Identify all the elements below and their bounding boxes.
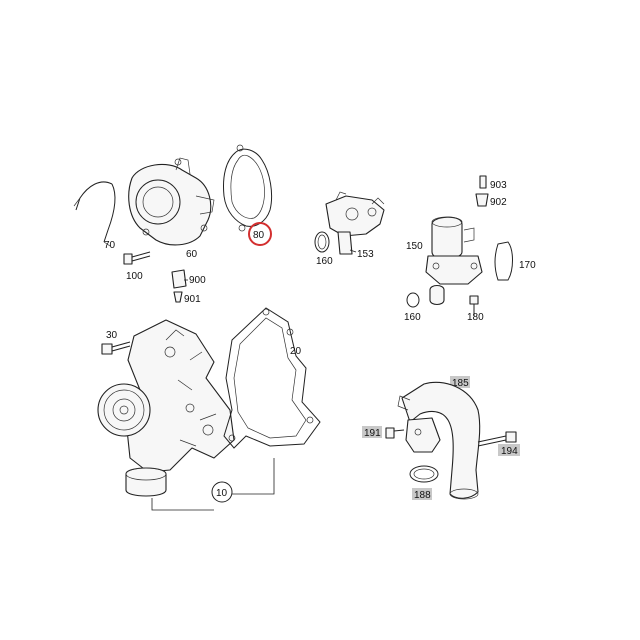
label-box-188 <box>412 488 432 500</box>
label-box-185 <box>450 376 470 388</box>
callout-153: 153 <box>357 249 374 260</box>
water-pump-part-10 <box>97 319 235 497</box>
callout-160-b: 160 <box>404 312 421 323</box>
sensor-part-903 <box>479 175 487 189</box>
pump-housing-part-60 <box>128 157 215 246</box>
callout-20: 20 <box>290 346 302 357</box>
callout-10-circle <box>211 481 233 503</box>
callout-170: 170 <box>519 260 536 271</box>
gasket-part-80 <box>223 144 273 232</box>
bolt-part-191 <box>385 427 405 439</box>
clip-part-70 <box>73 181 116 247</box>
callout-191: 191 <box>364 428 381 439</box>
callout-60: 60 <box>186 249 198 260</box>
callout-185: 185 <box>452 378 469 389</box>
callout-180: 180 <box>467 312 484 323</box>
seal-part-160-b <box>406 292 420 308</box>
callout-70: 70 <box>104 240 116 251</box>
coolant-pipe-part-185 <box>397 381 481 500</box>
plug-part-900 <box>171 269 187 289</box>
bolt-part-30 <box>101 341 131 355</box>
seal-part-188 <box>409 465 439 483</box>
thermostat-part-150 <box>425 216 483 306</box>
bolt-part-194 <box>477 431 517 447</box>
callout-900: 900 <box>189 275 206 286</box>
seal-part-160-a <box>314 231 330 253</box>
label-box-191 <box>362 426 382 438</box>
callout-150: 150 <box>406 241 423 252</box>
thermostat-housing-part-153 <box>325 191 385 255</box>
callout-30: 30 <box>106 330 118 341</box>
label-box-194 <box>498 444 520 456</box>
plug-part-901 <box>173 291 183 303</box>
callout-10: 10 <box>216 488 228 499</box>
bracket-part-170 <box>494 241 513 281</box>
gasket-part-20 <box>223 307 321 449</box>
sensor-part-902 <box>475 193 489 207</box>
bolt-part-100 <box>123 251 151 265</box>
callout-100: 100 <box>126 271 143 282</box>
callout-902: 902 <box>490 197 507 208</box>
bolt-part-180 <box>469 295 479 316</box>
callout-901: 901 <box>184 294 201 305</box>
highlight-circle <box>248 222 272 246</box>
callout-80: 80 <box>253 230 265 241</box>
callout-188: 188 <box>414 490 431 501</box>
callout-903: 903 <box>490 180 507 191</box>
callout-160-a: 160 <box>316 256 333 267</box>
callout-194: 194 <box>501 446 518 457</box>
